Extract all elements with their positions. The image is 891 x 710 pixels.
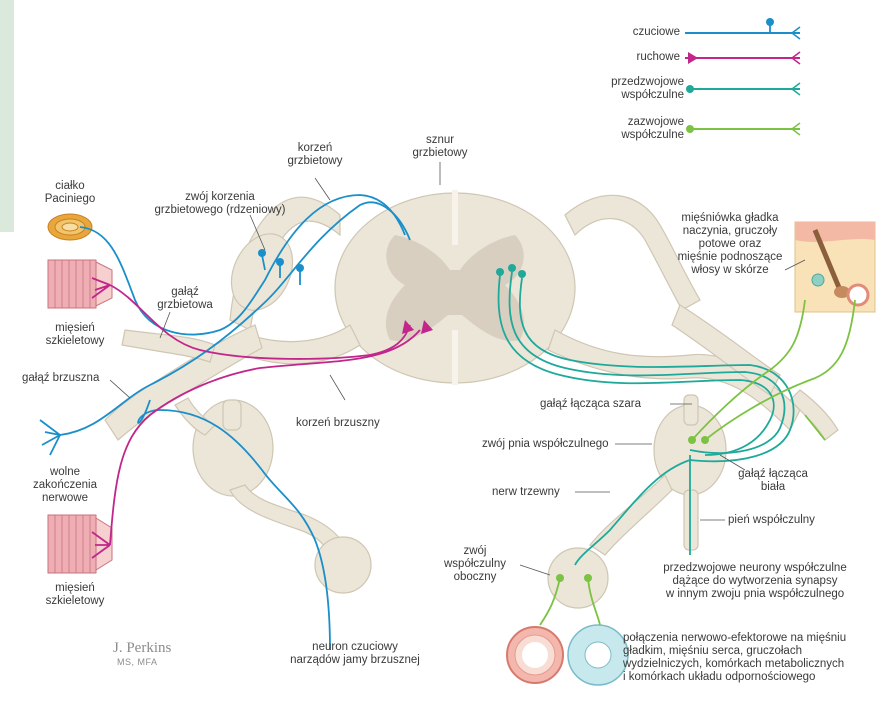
motor-cell-bodies <box>402 320 433 334</box>
pacinian-corpuscle <box>47 213 93 241</box>
gland-acinus <box>567 624 629 686</box>
sensory-neurons <box>39 194 411 651</box>
collateral-ganglion <box>547 547 609 609</box>
label-dorsal-root-ganglion: zwój korzenia grzbietowego (rdzeniowy) <box>154 191 286 216</box>
postganglionic-cell-bodies <box>556 436 709 582</box>
sympathetic-trunk-top <box>683 394 699 426</box>
leader-lines <box>109 162 806 576</box>
label-ventral-ramus: gałąź brzuszna <box>22 372 100 384</box>
dorsal-ramus <box>121 329 216 363</box>
label-smooth-muscle-skin: mięśniówka gładka naczynia, gruczoły pot… <box>677 212 783 276</box>
smooth-muscle-vessel <box>506 626 564 684</box>
label-gray-ramus: gałąź łącząca szara <box>540 398 641 410</box>
label-pacinian: ciałko Paciniego <box>44 180 96 205</box>
postganglionic-neurons <box>539 299 856 626</box>
label-dorsal-column: sznur grzbietowy <box>412 134 468 159</box>
preganglionic-neurons <box>497 271 795 566</box>
label-collateral-ganglion: zwój współczulny oboczny <box>444 545 506 583</box>
artist-signature: J. Perkins MS, MFA <box>113 640 171 667</box>
label-sympathetic-trunk-ganglion: zwój pnia współczulnego <box>482 438 609 450</box>
label-skeletal-muscle-1: mięsień szkieletowy <box>45 322 105 347</box>
skeletal-muscle-top <box>47 259 113 309</box>
skeletal-muscle-bottom <box>47 514 113 574</box>
label-preganglionic-synapse: przedzwojowe neurony współczulne dążące … <box>663 562 847 600</box>
label-neuroeffector: połączenia nerwowo-efektorowe na mięśniu… <box>623 632 847 683</box>
label-splanchnic-nerve: nerw trzewny <box>492 486 560 498</box>
page-edge-strip <box>0 0 14 232</box>
preganglionic-cell-bodies <box>496 264 526 278</box>
legend-preganglionic: przedzwojowe współczulne <box>611 76 684 101</box>
label-visceral-sensory: neuron czuciowy narządów jamy brzusznej <box>290 641 420 666</box>
label-white-ramus: gałąź łącząca biała <box>738 468 808 493</box>
splanchnic-nerve <box>589 473 673 556</box>
grey-matter <box>385 235 525 341</box>
legend-motor: ruchowe <box>636 51 680 63</box>
label-dorsal-ramus: gałąź grzbietowa <box>157 286 213 311</box>
signature-name: J. Perkins <box>113 640 172 656</box>
motor-neurons <box>91 277 421 559</box>
label-dorsal-root: korzeń grzbietowy <box>287 142 343 167</box>
signature-credentials: MS, MFA <box>117 657 158 667</box>
anterior-median-fissure <box>452 330 458 385</box>
legend-swatches <box>685 18 801 136</box>
legend-postganglionic: zazwojowe współczulne <box>621 116 684 141</box>
label-skeletal-muscle-2: mięsień szkieletowy <box>45 582 105 607</box>
left-distal-ganglion <box>314 536 372 594</box>
sympathetic-trunk-bottom <box>683 489 699 551</box>
dorsal-root-right <box>564 194 701 311</box>
label-free-nerve-endings: wolne zakończenia nerwowe <box>33 466 97 504</box>
sympathetic-ganglion-left-top <box>222 399 242 431</box>
label-ventral-root: korzeń brzuszny <box>296 417 380 429</box>
label-sympathetic-trunk: pień współczulny <box>728 514 815 526</box>
skin-section <box>794 221 876 313</box>
posterior-median-fissure <box>452 190 458 245</box>
sensory-cell-bodies <box>258 249 304 272</box>
legend-sensory: czuciowe <box>632 26 680 38</box>
